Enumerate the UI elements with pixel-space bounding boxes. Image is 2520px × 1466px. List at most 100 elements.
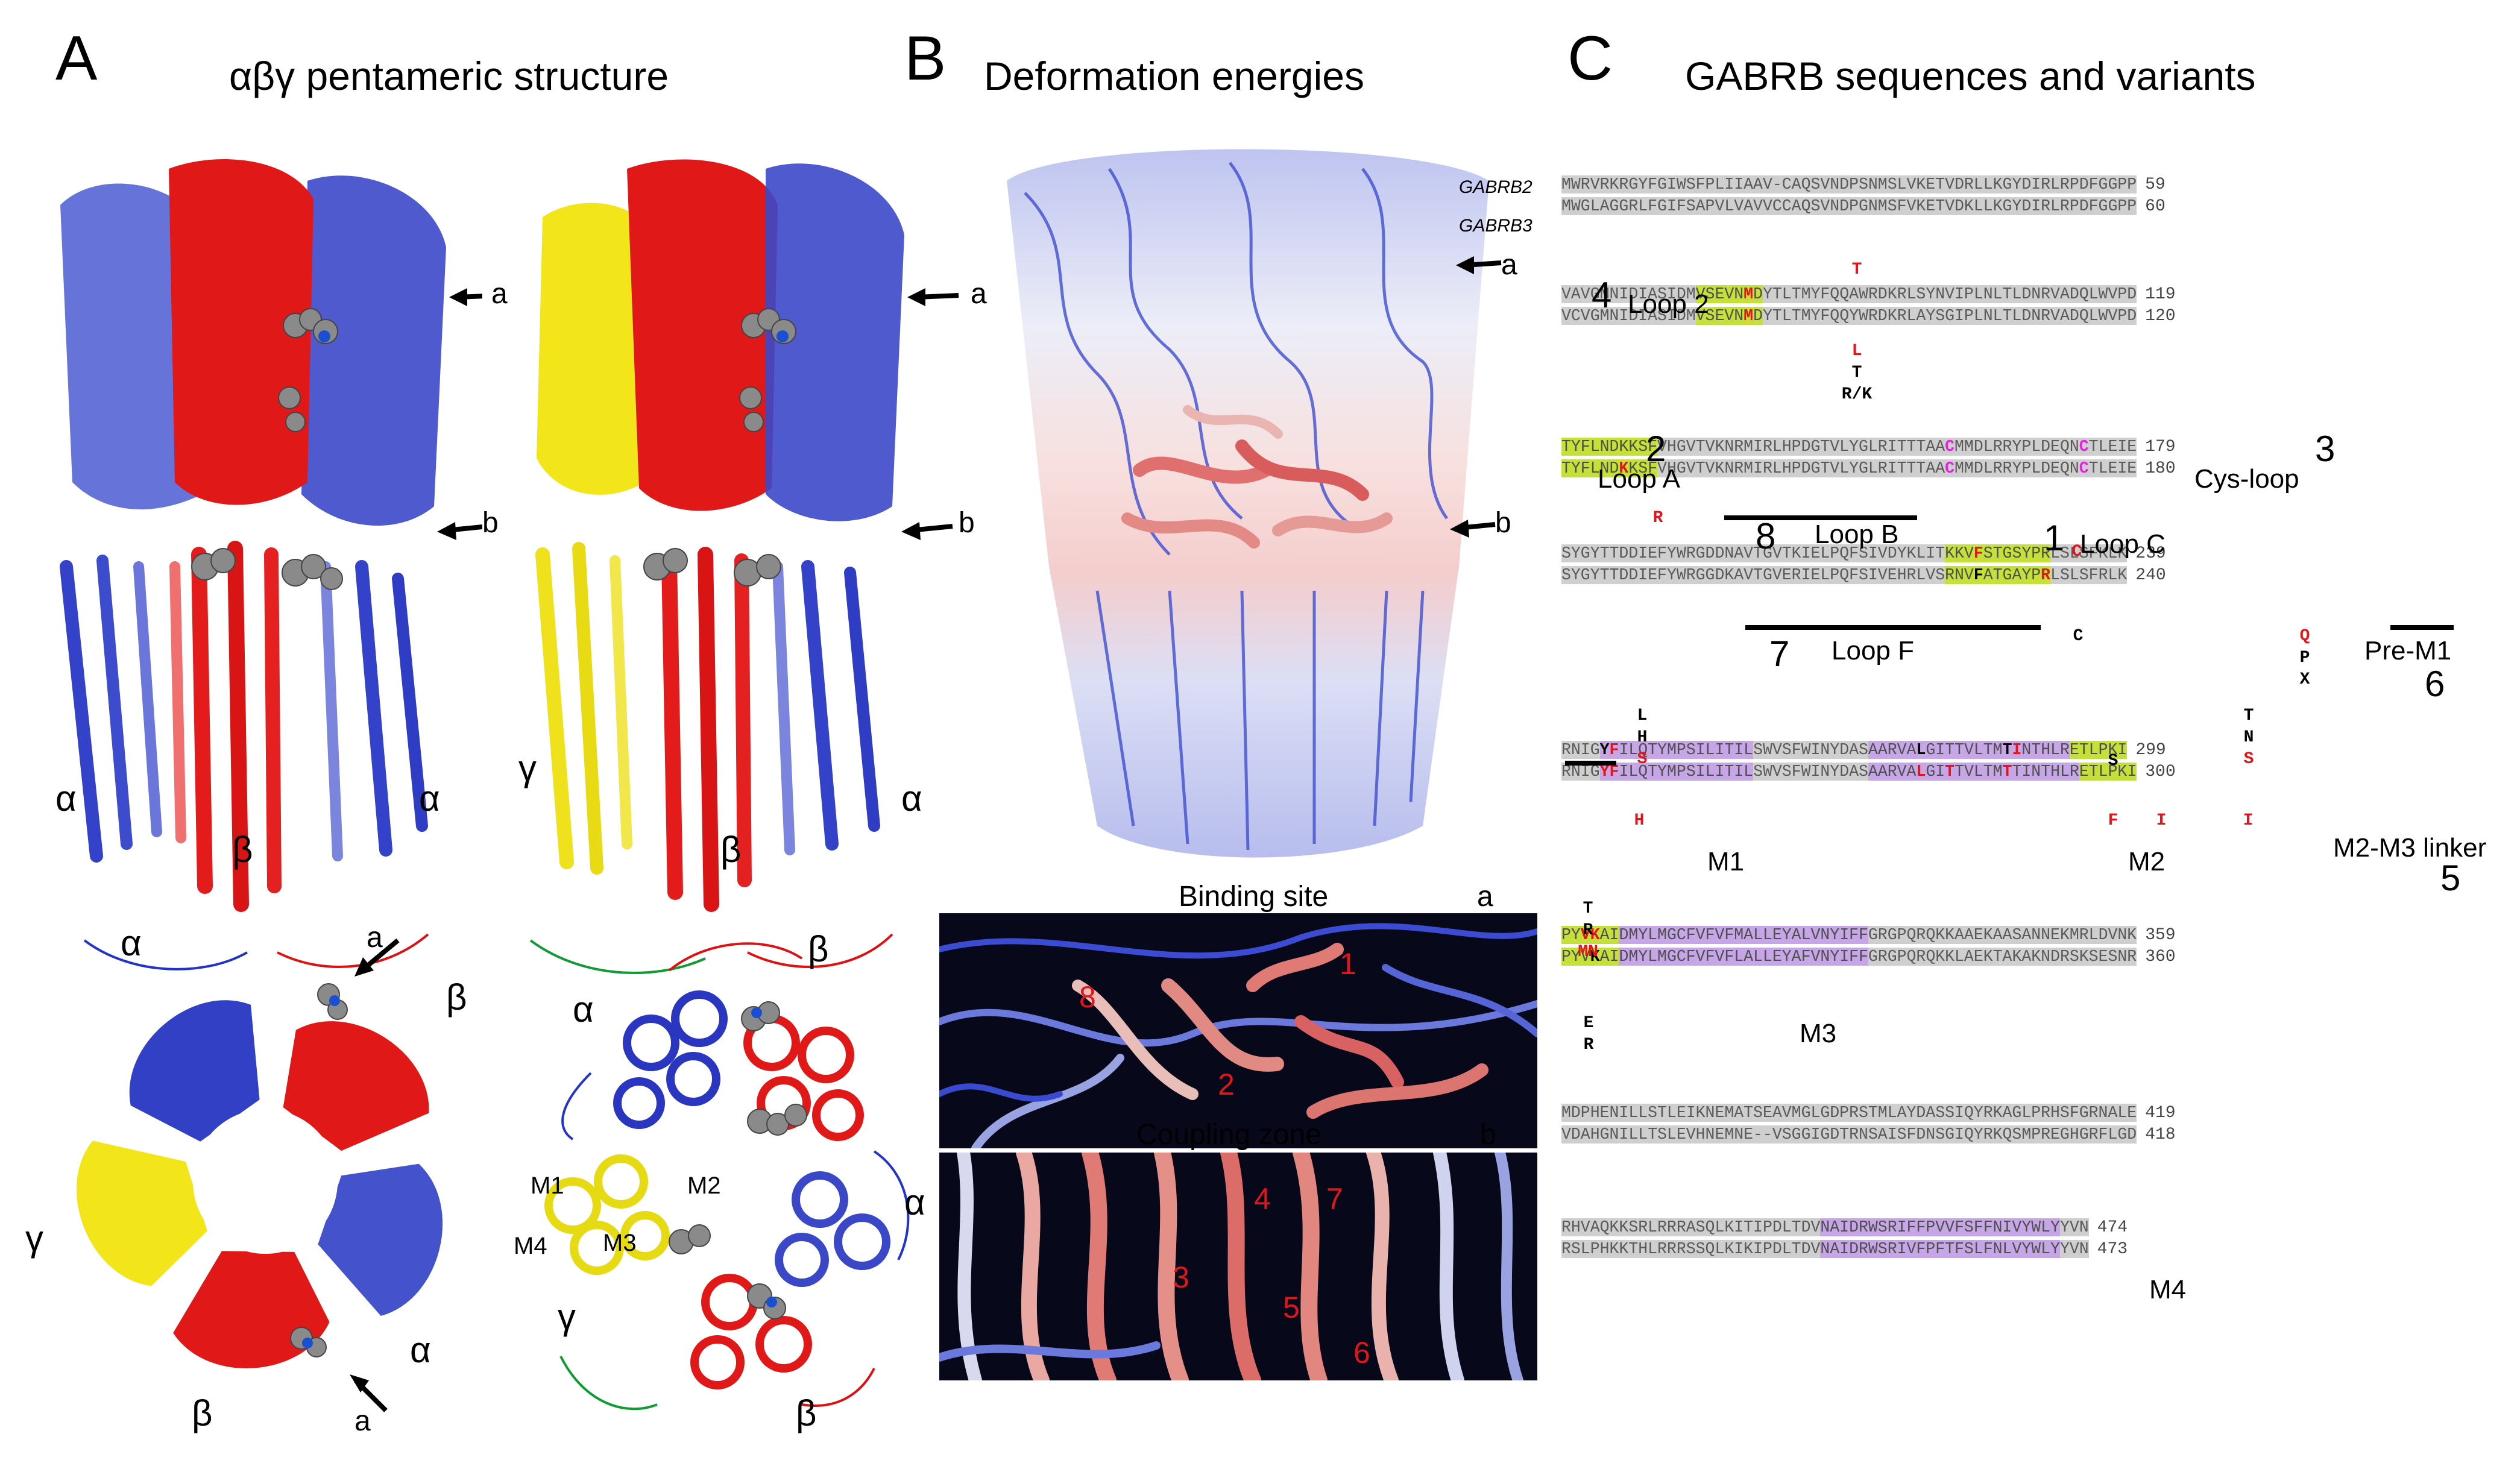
sequence-segment: LSLSFKLK xyxy=(2050,544,2128,562)
variant-residue: T xyxy=(2243,706,2254,725)
sequence-segment: D xyxy=(1753,285,1763,303)
sequence-segment: SYGYTTDDIEFYWRGDDNAVTGVTKIELPQFSIVDYKLIT xyxy=(1561,544,1945,562)
underline-pre-m1 xyxy=(2390,625,2454,630)
variant-residue: S xyxy=(2243,750,2254,769)
zoom-a-region-2: 2 xyxy=(1218,1068,1235,1101)
sequence-segment: SYGYTTDDIEFYWRGGDKAVTGVERIELPQFSIVEHRLVS xyxy=(1561,566,1945,584)
sequence-segment: R xyxy=(2041,566,2051,584)
tmd-label-m2: M2 xyxy=(687,1172,721,1199)
sequence-segment: NAIDRWSRIVFPFTFSLFNLVYWLY xyxy=(1820,1240,2060,1258)
variant-residue: MN xyxy=(1578,943,1598,961)
sequence-segment: DMYLMGCFVFVFMALLEYALVNYIFF xyxy=(1619,926,1868,944)
zoom-b-region-5: 5 xyxy=(1283,1291,1300,1324)
sequence-segment: LSLSFRLK xyxy=(2050,566,2128,584)
sequence-row: SYGYTTDDIEFYWRGGDKAVTGVERIELPQFSIVEHRLVS… xyxy=(1561,564,2166,586)
zoom-b-region-7: 7 xyxy=(1326,1182,1343,1216)
sequence-position-number: 419 xyxy=(2145,1104,2176,1122)
variant-residue: R xyxy=(1652,509,1663,527)
label-m3: M3 xyxy=(1800,1019,1837,1048)
side-right-subunit-gamma: γ xyxy=(518,748,537,788)
panel-a-title: αβγ pentameric structure xyxy=(229,54,669,98)
zoom-binding-site-tag: a xyxy=(1477,881,1493,913)
variant-residue: S xyxy=(2108,752,2118,770)
gamma-subunit xyxy=(535,203,657,875)
label-loop-f: Loop F xyxy=(1832,636,1914,665)
sequence-segment: AI xyxy=(1599,948,1619,966)
variant-residue: T xyxy=(1583,899,1593,918)
panel-b-title: Deformation energies xyxy=(984,54,1364,98)
sequence-segment: NTHLR xyxy=(2021,741,2070,759)
sequence-position-number: 120 xyxy=(2145,307,2176,326)
sequence-position-number: 180 xyxy=(2145,459,2176,478)
zoom-binding-site-image xyxy=(939,913,1537,1148)
sequence-segment: L xyxy=(1916,741,1926,759)
side-left-subunit-alpha-1: α xyxy=(55,778,77,819)
top-left-arrow-a-label-1: a xyxy=(367,922,383,954)
variant-residue: C xyxy=(2071,543,2082,561)
pentamer-top-view-tmd xyxy=(544,942,910,1411)
sequence-segment: KSF xyxy=(1628,459,1658,477)
variant-stack-b3-bottom: R xyxy=(1649,508,1667,529)
sequence-segment: MMDLRRYPLDEQN xyxy=(1955,438,2079,456)
sequence-position-number: 60 xyxy=(2145,197,2166,216)
sequence-position-number: 299 xyxy=(2135,741,2166,760)
sequence-segment: STGSYPR xyxy=(1983,544,2051,562)
sequence-position-number: 179 xyxy=(2145,438,2176,456)
top-right-subunit-alpha-2: α xyxy=(904,1182,925,1222)
top-left-subunit-alpha-1: α xyxy=(121,923,142,963)
sequence-row: VAVGMNIDIASIDMVSEVNMDYTLTMYFQQAWRDKRLSYN… xyxy=(1561,283,2176,305)
sequence-segment: ILQTYMPSILITIL xyxy=(1619,741,1754,759)
sequence-position-number: 240 xyxy=(2135,566,2166,585)
sequence-segment: TINTHLR xyxy=(2012,763,2079,781)
sequence-segment: VHGVTVKNRMIRLHPDGTVLYGLRITTTAA xyxy=(1657,459,1945,477)
underline-pre-m1-continued xyxy=(1565,761,1616,766)
side-right-arrow-a-label: a xyxy=(971,278,987,310)
deformation-arrow-a-label: a xyxy=(1501,249,1517,281)
label-loop-a: Loop A xyxy=(1598,464,1681,494)
sequence-segment: MMDLRRYPLDEQN xyxy=(1955,459,2079,477)
label-m2: M2 xyxy=(2128,847,2166,876)
sequence-segment: D xyxy=(1753,307,1763,325)
pentamer-side-view-right xyxy=(529,159,959,974)
alpha-subunit-right xyxy=(301,175,446,861)
variant-residue: R xyxy=(1583,921,1593,940)
sequence-row: PYVKAIDMYLMGCFVFVFMALLEYALVNYIFFGRGPQRQK… xyxy=(1561,924,2176,946)
variant-residue: C xyxy=(2073,627,2084,646)
variant-residue: T xyxy=(1851,260,1862,279)
label-m1: M1 xyxy=(1707,847,1745,876)
beta-subunit xyxy=(169,159,313,912)
panel-letter-b: B xyxy=(904,24,947,93)
top-left-subunit-alpha-2: α xyxy=(410,1330,431,1370)
sequence-segment: YTLTMYFQQYWRDKRLAYSGIPLNLTLDNRVADQLWVPD xyxy=(1762,307,2137,325)
zoom-b-region-6: 6 xyxy=(1353,1336,1370,1370)
sequence-segment: C xyxy=(2079,438,2089,456)
species-name-gabrb2: GABRB2 xyxy=(1459,177,1532,197)
sequence-segment: SWVSFWINYDAS xyxy=(1753,741,1868,759)
sequence-segment: GRGPQRQKKAAEKAASANNEKMRLDVNK xyxy=(1868,926,2137,944)
variant-stack-b5-yf-bottom: H xyxy=(1630,810,1648,832)
deformation-energy-structure xyxy=(1007,149,1502,858)
side-right-arrow-b-label: b xyxy=(959,507,975,539)
sequence-segment: F xyxy=(1973,566,1983,584)
variant-residue: X xyxy=(2299,670,2310,689)
sequence-segment: KKV xyxy=(1945,544,1974,562)
sequence-segment: RSLPHKKTHLRRRSSQLKIKIPDLTDV xyxy=(1561,1240,1821,1258)
variant-residue: Q xyxy=(2299,627,2310,646)
sequence-segment: T xyxy=(2002,763,2012,781)
sequence-segment: NAIDRWSRIFFPVVFSFFNIVYWLY xyxy=(1820,1218,2060,1236)
sequence-segment: M xyxy=(1744,285,1754,303)
sequence-position-number: 300 xyxy=(2145,763,2176,781)
sequence-position-number: 59 xyxy=(2145,175,2166,194)
zoom-a-region-8: 8 xyxy=(1079,980,1096,1014)
variant-stack-b4-bottom-f: C xyxy=(2069,626,2087,647)
sequence-segment: RNIG xyxy=(1561,741,1600,759)
region-number-6: 6 xyxy=(2425,664,2445,704)
sequence-segment: MWRVRKRGYFGIWSFPLIIAAV-CAQSVNDPSNMSLVKET… xyxy=(1561,175,2137,193)
sequence-segment: ILQTYMPSILITIL xyxy=(1619,763,1754,781)
variant-stack-b5-t-bottom: I xyxy=(2152,810,2170,832)
sequence-segment: VSEVN xyxy=(1695,307,1744,325)
panel-letter-a: A xyxy=(55,24,98,93)
